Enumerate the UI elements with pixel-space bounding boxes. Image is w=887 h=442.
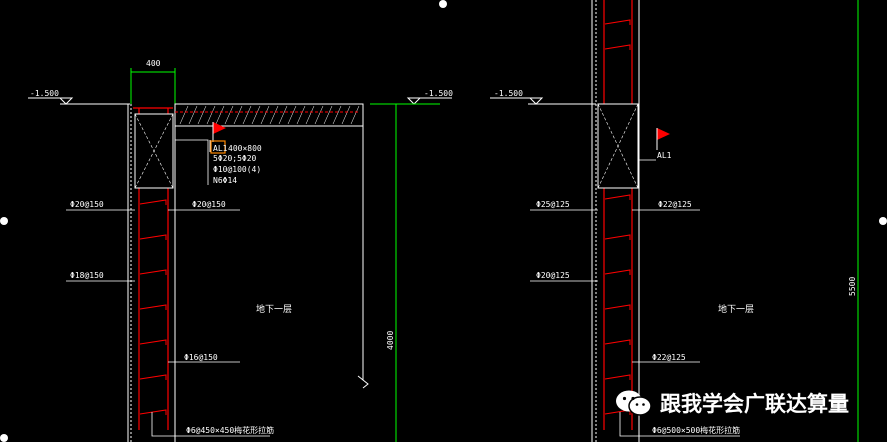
slab-hatch-line (260, 105, 270, 125)
left-beam-size: 400×800 (228, 144, 262, 153)
slab-hatch-line (206, 105, 216, 125)
slab-hatch-line (341, 105, 351, 125)
right-bottom-note-leader (619, 412, 740, 437)
left-bottom-note-leader (151, 412, 270, 437)
left-tie-bar (139, 304, 167, 310)
left-beam-side-bar: N6Φ14 (213, 176, 237, 185)
right-tie-bar (604, 44, 631, 50)
left-elev-left-triangle (58, 97, 74, 105)
slab-hatch-line (242, 105, 252, 125)
slab-hatch-line (287, 105, 297, 125)
slab-hatch-line (233, 105, 243, 125)
left-tie-bar (139, 199, 167, 205)
left-slab-hatch (179, 105, 360, 125)
left-beam-leader (175, 139, 209, 185)
left-bar-mid-left-label: Φ18@150 (70, 271, 104, 280)
slab-hatch-line (179, 105, 189, 125)
right-dark-beam-diag-b (597, 103, 639, 189)
left-tie-bar (139, 269, 167, 275)
left-elev-right-label: -1.500 (424, 89, 453, 98)
slab-hatch-line (188, 105, 198, 125)
right-bar-top-left-label: Φ25@125 (536, 200, 570, 209)
left-bar-bottom-right-label: Φ16@150 (184, 353, 218, 362)
right-tie-bar (604, 19, 631, 25)
left-tie-bar (139, 409, 167, 415)
left-beam-tag: AL1 (213, 144, 228, 153)
slab-hatch-line (269, 105, 279, 125)
left-height-dim-label: 4000 (386, 331, 395, 350)
slab-hatch-line (215, 105, 225, 125)
right-bar-top-right-label: Φ22@125 (658, 200, 692, 209)
right-height-dim-label: 5500 (848, 277, 857, 296)
right-tie-bar (604, 339, 631, 345)
left-flag-icon (213, 122, 226, 134)
slab-hatch-line (323, 105, 333, 125)
selection-handle-right[interactable] (879, 217, 887, 225)
left-room-label: 地下一层 (256, 303, 292, 315)
right-tie-bar (604, 269, 631, 275)
left-beam-stirrup: Φ10@100(4) (213, 165, 261, 174)
right-flag-icon (657, 128, 670, 140)
right-tie-bar (604, 234, 631, 240)
right-bar-bottom-right-label: Φ22@125 (652, 353, 686, 362)
left-bottom-note: Φ6@450×450梅花形拉筋 (186, 425, 274, 435)
right-section: -1.500 AL1 Φ25@125 Φ22@125 Φ20@ (490, 0, 859, 442)
left-top-slab (174, 103, 364, 127)
right-tie-bar (604, 304, 631, 310)
right-tie-bar (604, 194, 631, 200)
watermark: 跟我学会广联达算量 (614, 386, 849, 420)
left-elev-right-triangle (406, 97, 422, 105)
wechat-icon (616, 390, 652, 416)
right-tie-bars (604, 19, 631, 415)
selection-handle-top[interactable] (439, 0, 447, 8)
slab-hatch-line (197, 105, 207, 125)
watermark-text: 跟我学会广联达算量 (660, 392, 849, 416)
left-beam-tag-box (210, 140, 226, 154)
right-bar-mid-left-label: Φ20@125 (536, 271, 570, 280)
left-width-dim-label: 400 (146, 59, 161, 68)
right-tie-bar (604, 374, 631, 380)
slab-hatch-line (224, 105, 234, 125)
selection-handle-left[interactable] (0, 217, 8, 225)
left-bar-top-left-label: Φ20@150 (70, 200, 104, 209)
right-bottom-note: Φ6@500×500梅花形拉筋 (652, 425, 740, 435)
slab-hatch-line (332, 105, 342, 125)
slab-hatch-line (278, 105, 288, 125)
slab-hatch-line (350, 105, 360, 125)
selection-handle-bottom-left[interactable] (0, 434, 8, 442)
right-beam-tag: AL1 (657, 151, 672, 160)
left-beam-top-bar: 5Φ20;5Φ20 (213, 154, 257, 163)
left-tie-bar (139, 339, 167, 345)
left-section: 400 -1.500 -1.500 (28, 59, 453, 442)
slab-hatch-line (296, 105, 306, 125)
right-elev-left-label: -1.500 (494, 89, 523, 98)
right-room-label: 地下一层 (718, 303, 754, 315)
slab-hatch-line (251, 105, 261, 125)
left-bar-top-right-label: Φ20@150 (192, 200, 226, 209)
left-elev-left-label: -1.500 (30, 89, 59, 98)
left-tie-bar (139, 234, 167, 240)
left-tie-bar (139, 374, 167, 380)
left-break-symbol (357, 375, 369, 389)
slab-hatch-line (314, 105, 324, 125)
right-elev-left-triangle (528, 97, 544, 105)
left-tie-bars (139, 199, 167, 415)
slab-hatch-line (305, 105, 315, 125)
left-dark-beam-diag-b (134, 113, 174, 189)
